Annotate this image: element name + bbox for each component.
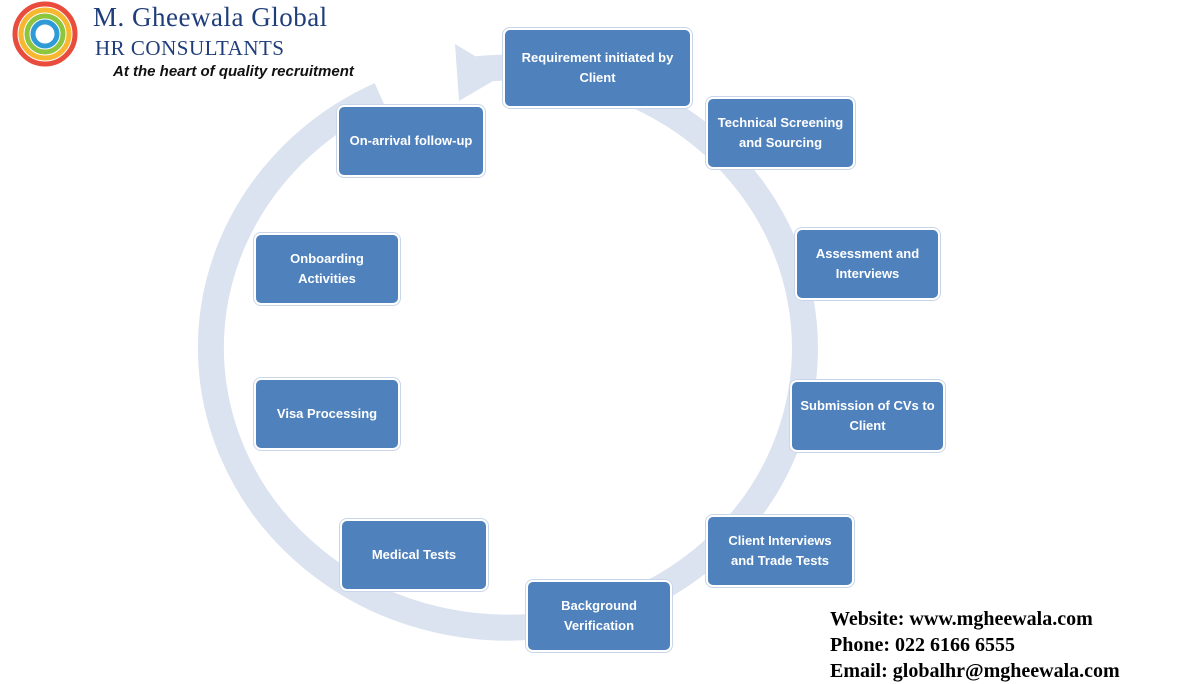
contact-block: Website: www.mgheewala.com Phone: 022 61…: [830, 606, 1120, 684]
step-requirement-initiated: Requirement initiated by Client: [503, 28, 692, 108]
company-subtitle: HR CONSULTANTS: [95, 36, 285, 60]
step-medical-tests: Medical Tests: [340, 519, 488, 591]
step-submission-of-cvs: Submission of CVs to Client: [790, 380, 945, 452]
contact-email[interactable]: Email: globalhr@mgheewala.com: [830, 660, 1120, 682]
contact-website[interactable]: Website: www.mgheewala.com: [830, 608, 1093, 630]
company-tagline: At the heart of quality recruitment: [113, 63, 354, 80]
step-on-arrival-follow-up: On-arrival follow-up: [337, 105, 485, 177]
step-visa-processing: Visa Processing: [254, 378, 400, 450]
step-technical-screening: Technical Screening and Sourcing: [706, 97, 855, 169]
logo-rings-icon: [12, 1, 78, 67]
step-background-verification: Background Verification: [526, 580, 672, 652]
step-assessment-interviews: Assessment and Interviews: [795, 228, 940, 300]
step-onboarding-activities: Onboarding Activities: [254, 233, 400, 305]
company-name: M. Gheewala Global: [93, 2, 328, 32]
cycle-arrowhead: [455, 44, 505, 101]
step-client-interviews: Client Interviews and Trade Tests: [706, 515, 854, 587]
contact-phone[interactable]: Phone: 022 6166 6555: [830, 634, 1015, 656]
